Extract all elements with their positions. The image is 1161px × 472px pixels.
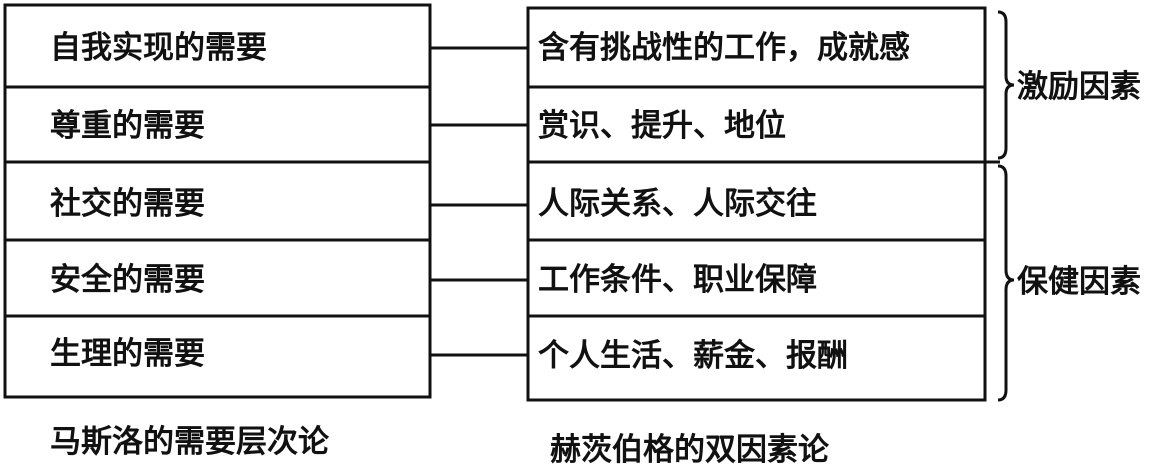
herzberg-factor: 人际关系、人际交往 [538, 186, 817, 222]
herzberg-factor: 个人生活、薪金、报酬 [538, 338, 848, 374]
herzberg-caption: 赫茨伯格的双因素论 [550, 432, 830, 468]
herzberg-factor: 含有挑战性的工作，成就感 [538, 30, 910, 66]
herzberg-factor: 工作条件、职业保障 [538, 262, 817, 298]
herzberg-factor: 赏识、提升、地位 [538, 108, 786, 144]
maslow-level: 生理的需要 [50, 336, 205, 372]
maslow-caption: 马斯洛的需要层次论 [50, 424, 330, 460]
maslow-level: 社交的需要 [50, 186, 205, 222]
maslow-level: 自我实现的需要 [50, 30, 267, 66]
brace-hygiene [997, 164, 1015, 402]
brace-motivators [997, 10, 1015, 160]
maslow-level: 尊重的需要 [50, 108, 205, 144]
connector-lines [430, 46, 528, 357]
maslow-level: 安全的需要 [50, 262, 205, 298]
maslow-box [3, 3, 432, 399]
group-label-hygiene: 保健因素 [1017, 264, 1141, 300]
group-label-motivators: 激励因素 [1017, 69, 1141, 105]
